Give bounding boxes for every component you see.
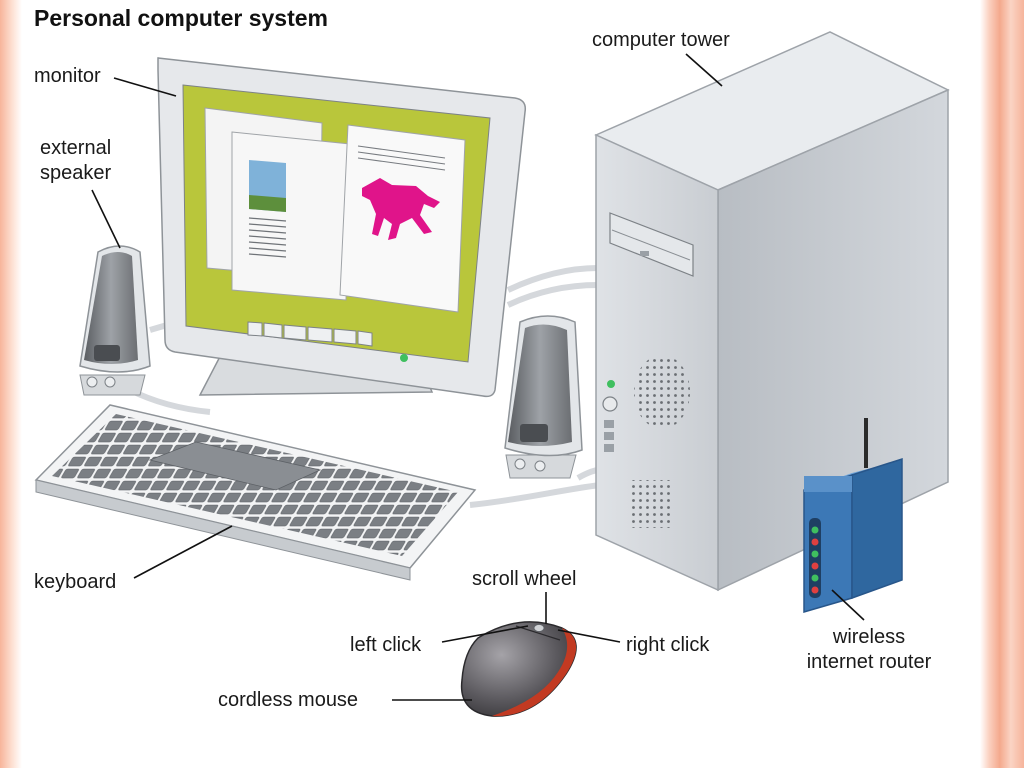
leader-lines	[91, 53, 865, 701]
router-led-icon	[811, 586, 819, 594]
slide-border-right	[980, 0, 1024, 768]
router-led-icon	[811, 562, 819, 570]
wireless-router	[803, 418, 903, 613]
computer-tower	[594, 31, 950, 592]
left-click-label: left click	[350, 634, 422, 656]
router-led-icon	[811, 526, 819, 534]
router-label-line2: internet router	[806, 651, 932, 673]
router-led-icon	[811, 550, 819, 558]
speaker-left	[79, 245, 151, 396]
router-led-icon	[811, 574, 819, 582]
diagram-title: Personal computer system	[34, 5, 329, 31]
router-led-icon	[811, 538, 819, 546]
power-button-icon	[602, 396, 618, 412]
cordless-mouse	[460, 621, 577, 717]
speaker-right	[504, 315, 583, 479]
keyboard-label: keyboard	[34, 571, 117, 593]
monitor-label: monitor	[34, 65, 101, 87]
horse-image-icon	[362, 178, 440, 240]
keyboard	[34, 404, 477, 581]
cordless-mouse-label: cordless mouse	[218, 689, 359, 711]
power-led-icon	[607, 380, 615, 388]
external-speaker-label-line1: external	[40, 137, 112, 159]
computer-tower-label: computer tower	[592, 29, 730, 51]
scroll-wheel-label: scroll wheel	[472, 568, 577, 590]
external-speaker-label-line2: speaker	[40, 162, 112, 184]
slide-border-left	[0, 0, 22, 768]
router-label-line1: wireless	[832, 626, 906, 648]
right-click-label: right click	[626, 634, 710, 656]
monitor	[157, 57, 527, 398]
